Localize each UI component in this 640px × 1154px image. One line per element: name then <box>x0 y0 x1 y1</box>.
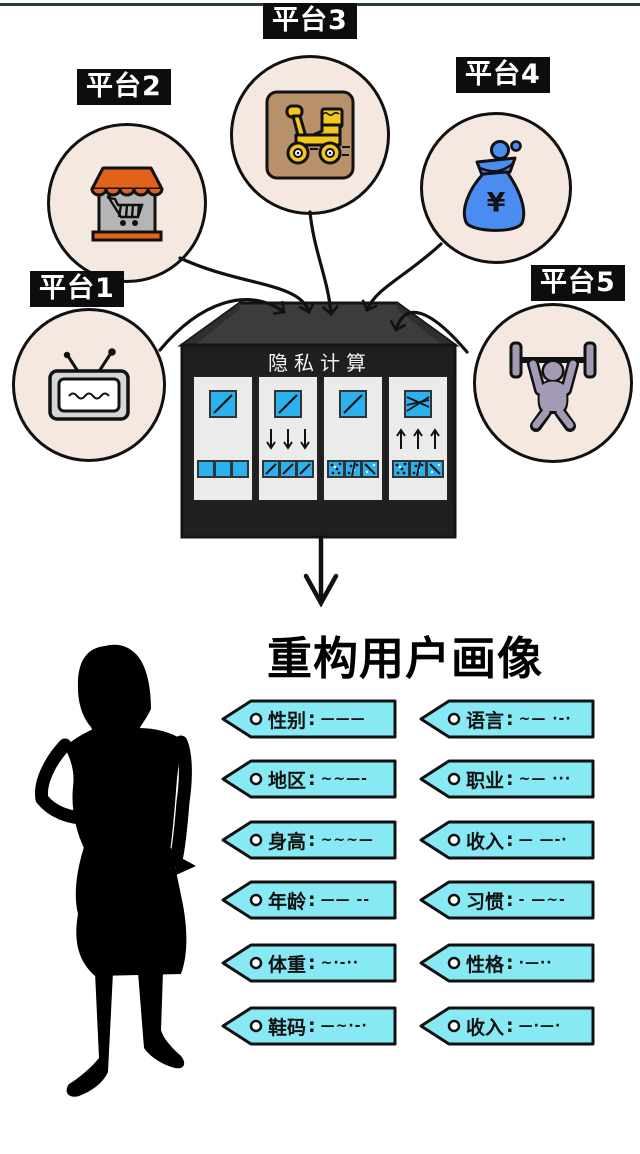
tag-value-scribble: ~·-·· <box>320 955 360 971</box>
data-panel-4 <box>387 375 449 502</box>
tag-language: 语言:~— ·-· <box>418 697 596 741</box>
platform-5-label: 平台5 <box>531 265 625 301</box>
tag-value-scribble: ~— ··· <box>518 771 572 787</box>
tv-icon <box>48 348 130 421</box>
tag-shoe-size: 鞋码:—~·-· <box>220 1004 398 1048</box>
tag-value-scribble: ~— ·-· <box>518 711 572 727</box>
data-panel-3 <box>322 375 384 502</box>
platform-2-circle <box>47 123 207 283</box>
tag-age: 年龄:—— -- <box>220 878 398 922</box>
platform-4-circle: ¥ <box>420 112 572 264</box>
arrow-box-to-profile <box>303 535 339 608</box>
tag-height: 身高:~~~— <box>220 818 398 862</box>
tag-label: 职业 <box>466 769 505 792</box>
panel-1-glyphs <box>197 390 249 478</box>
platform-1-circle <box>12 308 166 462</box>
tag-value-scribble: ·—·· <box>518 955 553 971</box>
tag-weight: 体重:~·-·· <box>220 941 398 985</box>
data-panel-1 <box>192 375 254 502</box>
tag-label: 语言 <box>466 709 505 732</box>
panel-3-glyphs <box>327 390 379 478</box>
yen-symbol: ¥ <box>486 187 506 219</box>
storefront-icon <box>90 166 164 242</box>
tag-region: 地区:~~—- <box>220 757 398 801</box>
tag-label: 习惯 <box>466 890 505 913</box>
platform-5-circle <box>473 303 633 463</box>
tag-value-scribble: — —-· <box>518 832 568 848</box>
tag-personality: 性格:·—·· <box>418 941 596 985</box>
tag-value-scribble: ~~~— <box>320 832 374 848</box>
tag-income-2: 收入:—·—· <box>418 1004 596 1048</box>
tag-value-scribble: ~~—- <box>320 771 368 787</box>
profile-title: 重构用户画像 <box>266 632 543 685</box>
platform-4-label: 平台4 <box>456 57 550 93</box>
tag-label: 收入 <box>466 1016 505 1039</box>
data-panel-2 <box>257 375 319 502</box>
platform-3-label: 平台3 <box>263 3 357 39</box>
tag-value-scribble: —~·-· <box>320 1018 368 1034</box>
panel-2-glyphs <box>262 390 314 478</box>
tag-label: 身高 <box>268 830 307 853</box>
woman-silhouette <box>35 644 196 1097</box>
privacy-computing-box: 隐私计算 <box>170 295 470 545</box>
tag-label: 鞋码 <box>268 1016 307 1039</box>
tag-habits: 习惯:- —~- <box>418 878 596 922</box>
tag-label: 性格 <box>466 953 505 976</box>
tag-label: 地区 <box>268 769 307 792</box>
tag-occupation: 职业:~— ··· <box>418 757 596 801</box>
tag-value-scribble: - —~- <box>518 892 566 908</box>
platform-2-label: 平台2 <box>77 69 171 105</box>
tag-label: 收入 <box>466 830 505 853</box>
weightlifter-icon <box>509 341 597 432</box>
panel-4-glyphs <box>392 390 444 478</box>
platform-3-circle <box>230 55 390 215</box>
platform-1-label: 平台1 <box>30 271 124 307</box>
tag-label: 年龄 <box>268 890 307 913</box>
tag-value-scribble: —— -- <box>320 892 371 908</box>
delivery-scooter-icon <box>265 90 355 180</box>
tag-income: 收入:— —-· <box>418 818 596 862</box>
tag-label: 性别 <box>268 709 307 732</box>
tag-value-scribble: —·—· <box>518 1018 562 1034</box>
tag-value-scribble: ——— <box>320 711 366 727</box>
tag-gender: 性别:——— <box>220 697 398 741</box>
box-title: 隐私计算 <box>268 351 372 375</box>
tag-label: 体重 <box>268 953 307 976</box>
money-bag-icon <box>462 140 526 232</box>
